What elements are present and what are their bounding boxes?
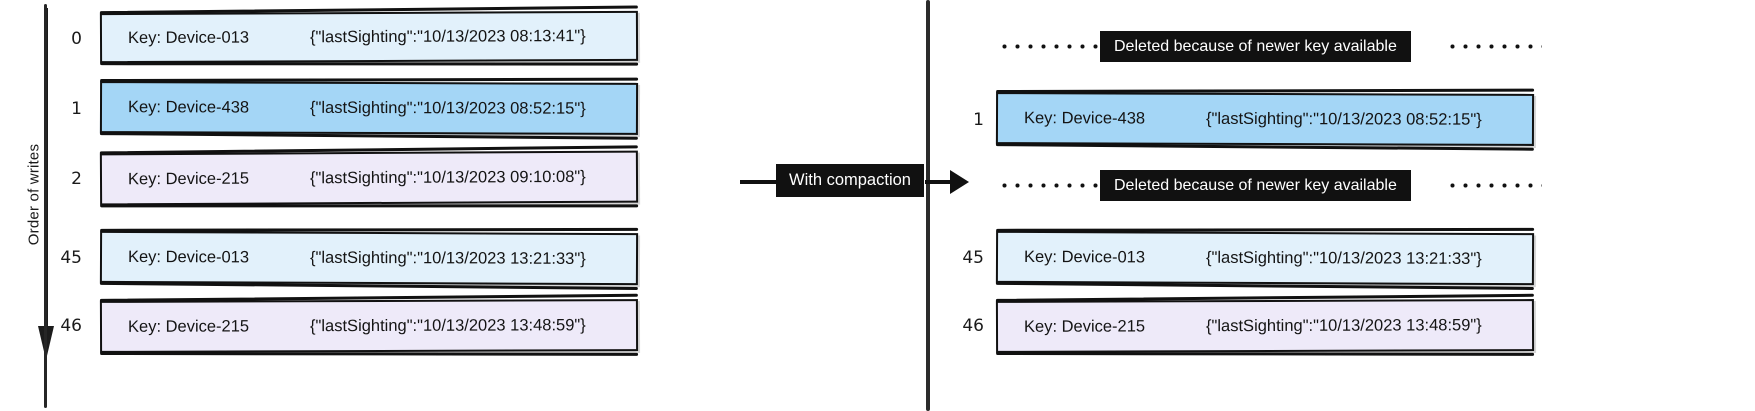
record-box[interactable]: Key: Device-438 {"lastSighting":"10/13/2… xyxy=(995,92,1535,146)
record-key: Key: Device-438 xyxy=(1023,108,1146,128)
record-box[interactable]: Key: Device-013 {"lastSighting":"10/13/2… xyxy=(99,10,639,64)
row-index: 45 xyxy=(962,248,984,268)
deleted-banner: Deleted because of newer key available xyxy=(1100,31,1411,62)
row-index: 2 xyxy=(71,169,82,189)
row-index: 45 xyxy=(60,248,82,268)
record-key: Key: Device-215 xyxy=(127,316,250,336)
record-value: {"lastSighting":"10/13/2023 13:21:33"} xyxy=(1205,248,1482,268)
record-value: {"lastSighting":"10/13/2023 08:52:15"} xyxy=(1205,109,1482,129)
record-value: {"lastSighting":"10/13/2023 13:48:59"} xyxy=(309,315,586,335)
compaction-arrow-tail xyxy=(740,180,786,184)
panel-divider xyxy=(926,0,930,411)
record-box[interactable]: Key: Device-215 {"lastSighting":"10/13/2… xyxy=(995,299,1535,353)
compaction-arrow-shaft xyxy=(925,180,955,184)
row-index: 0 xyxy=(71,29,82,49)
right-arrow-icon xyxy=(950,170,969,194)
deleted-dotted-line-left xyxy=(998,44,1100,49)
left-axis-divider xyxy=(44,4,47,408)
record-key: Key: Device-215 xyxy=(127,169,250,188)
with-compaction-label: With compaction xyxy=(776,164,924,197)
record-key: Key: Device-013 xyxy=(1023,247,1146,266)
record-key: Key: Device-215 xyxy=(1023,316,1146,336)
record-box[interactable]: Key: Device-215 {"lastSighting":"10/13/2… xyxy=(99,299,639,353)
deleted-dotted-line-right xyxy=(1446,183,1542,188)
deleted-dotted-line-left xyxy=(998,183,1100,188)
record-value: {"lastSighting":"10/13/2023 09:10:08"} xyxy=(309,167,586,187)
record-box[interactable]: Key: Device-013 {"lastSighting":"10/13/2… xyxy=(995,230,1535,286)
row-index: 46 xyxy=(962,316,984,336)
row-index: 1 xyxy=(71,99,82,119)
record-box[interactable]: Key: Device-215 {"lastSighting":"10/13/2… xyxy=(99,150,639,206)
record-key: Key: Device-013 xyxy=(127,247,250,266)
row-index: 46 xyxy=(60,316,82,336)
deleted-dotted-line-right xyxy=(1446,44,1542,49)
deleted-banner: Deleted because of newer key available xyxy=(1100,170,1411,201)
record-value: {"lastSighting":"10/13/2023 13:21:33"} xyxy=(309,248,586,268)
record-value: {"lastSighting":"10/13/2023 08:52:15"} xyxy=(309,98,586,118)
row-index: 1 xyxy=(973,110,984,130)
record-key: Key: Device-438 xyxy=(127,97,250,117)
record-key: Key: Device-013 xyxy=(127,28,250,47)
record-value: {"lastSighting":"10/13/2023 13:48:59"} xyxy=(1205,315,1482,335)
record-box[interactable]: Key: Device-438 {"lastSighting":"10/13/2… xyxy=(99,81,639,135)
record-box[interactable]: Key: Device-013 {"lastSighting":"10/13/2… xyxy=(99,230,639,286)
record-value: {"lastSighting":"10/13/2023 08:13:41"} xyxy=(309,26,586,46)
